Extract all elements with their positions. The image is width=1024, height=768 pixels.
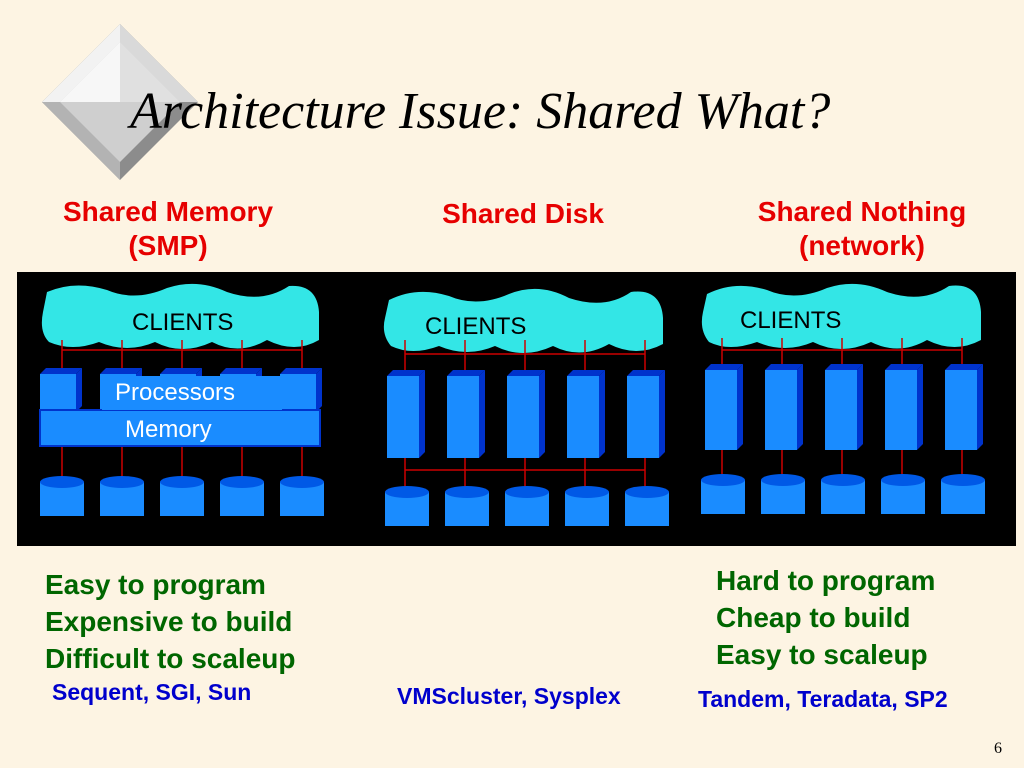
left-note-3: Difficult to scaleup bbox=[45, 643, 296, 674]
clients-cloud bbox=[41, 283, 319, 349]
heading-shared-memory-line1: Shared Memory bbox=[62, 196, 274, 227]
clients-label: CLIENTS bbox=[740, 307, 841, 334]
shared-disk-panel: CLIENTS bbox=[383, 288, 669, 526]
disk-row bbox=[40, 476, 324, 516]
vendors-shared-memory: Sequent, SGI, Sun bbox=[52, 679, 252, 705]
vendors-shared-disk: VMScluster, Sysplex bbox=[397, 683, 621, 709]
heading-shared-nothing: Shared Nothing (network) bbox=[722, 195, 1002, 263]
heading-shared-nothing-line2: (network) bbox=[799, 230, 925, 261]
processors-label: Processors bbox=[115, 379, 235, 406]
heading-shared-nothing-line1: Shared Nothing bbox=[757, 196, 967, 227]
page-number: 6 bbox=[994, 740, 1002, 757]
heading-shared-memory-line2: (SMP) bbox=[128, 230, 208, 261]
left-note-2: Expensive to build bbox=[45, 606, 293, 637]
heading-shared-memory: Shared Memory (SMP) bbox=[28, 195, 308, 263]
diamond-logo bbox=[42, 24, 198, 180]
shared-memory-panel: CLIENTS Processors Memory bbox=[39, 283, 324, 516]
left-note-1: Easy to program bbox=[45, 569, 266, 600]
heading-shared-disk-line1: Shared Disk bbox=[442, 198, 604, 229]
right-note-3: Easy to scaleup bbox=[716, 639, 928, 670]
right-note-2: Cheap to build bbox=[716, 602, 911, 633]
right-note-1: Hard to program bbox=[716, 565, 936, 596]
clients-label: CLIENTS bbox=[425, 313, 526, 340]
architecture-diagram: CLIENTS Processors Memory bbox=[17, 272, 1016, 546]
disk-row bbox=[701, 474, 985, 514]
clients-label: CLIENTS bbox=[132, 309, 233, 336]
disk-row bbox=[385, 486, 669, 526]
vendors-shared-nothing: Tandem, Teradata, SP2 bbox=[698, 686, 948, 712]
right-notes: Hard to program Cheap to build Easy to s… bbox=[716, 562, 935, 673]
left-notes: Easy to program Expensive to build Diffi… bbox=[45, 566, 295, 677]
memory-label: Memory bbox=[125, 416, 212, 443]
clients-cloud bbox=[383, 288, 663, 353]
shared-nothing-panel: CLIENTS bbox=[701, 283, 985, 514]
slide-title: Architecture Issue: Shared What? bbox=[130, 83, 831, 140]
heading-shared-disk: Shared Disk bbox=[383, 197, 663, 231]
clients-cloud bbox=[701, 283, 981, 349]
